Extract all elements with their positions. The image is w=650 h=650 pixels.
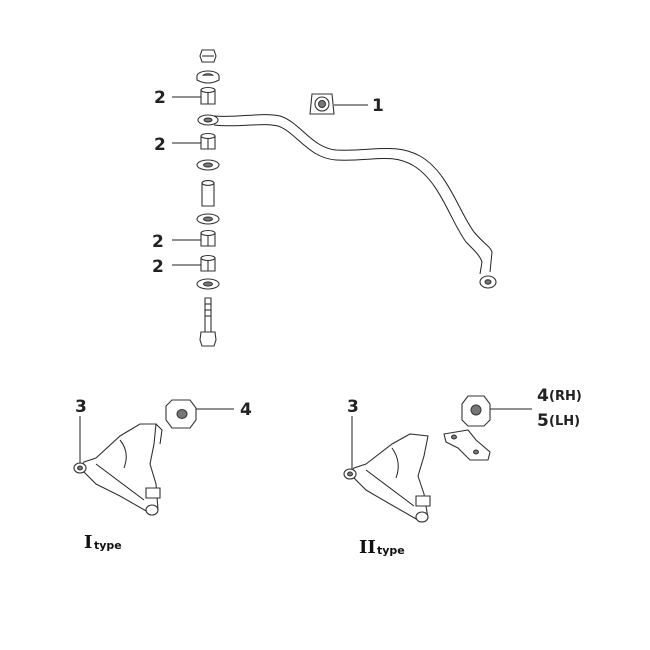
callout-4-type-1: 4 [240, 400, 252, 420]
rear-bushing-type-2 [443, 395, 491, 461]
callout-3-type-1: 3 [75, 397, 87, 417]
stabilizer-bar-bushing [309, 93, 335, 115]
control-arm-type-2 [343, 433, 431, 523]
leader-lines [79, 96, 532, 469]
type-1-roman: I [84, 532, 92, 553]
rear-bushing-type-1 [165, 399, 197, 429]
callout-3-type-2: 3 [347, 397, 359, 417]
callout-2-lower-bushing: 2 [152, 257, 164, 277]
callout-2-second-bushing: 2 [154, 135, 166, 155]
type-1-word: type [94, 539, 122, 552]
callout-2-upper-bushing: 2 [154, 88, 166, 108]
callout-5-lh-label: (LH) [549, 414, 580, 429]
callout-1: 1 [372, 96, 384, 116]
type-2-word: type [377, 544, 405, 557]
callout-4-type-2: 4 [537, 386, 549, 406]
stabilizer-link-assembly [196, 49, 220, 347]
control-arm-type-1 [73, 423, 163, 516]
callout-4-rh-label: (RH) [549, 389, 582, 404]
stabilizer-bar [213, 114, 497, 289]
callout-5-type-2: 5 [537, 411, 549, 431]
callout-2-third-bushing: 2 [152, 232, 164, 252]
type-2-roman: II [359, 537, 376, 558]
